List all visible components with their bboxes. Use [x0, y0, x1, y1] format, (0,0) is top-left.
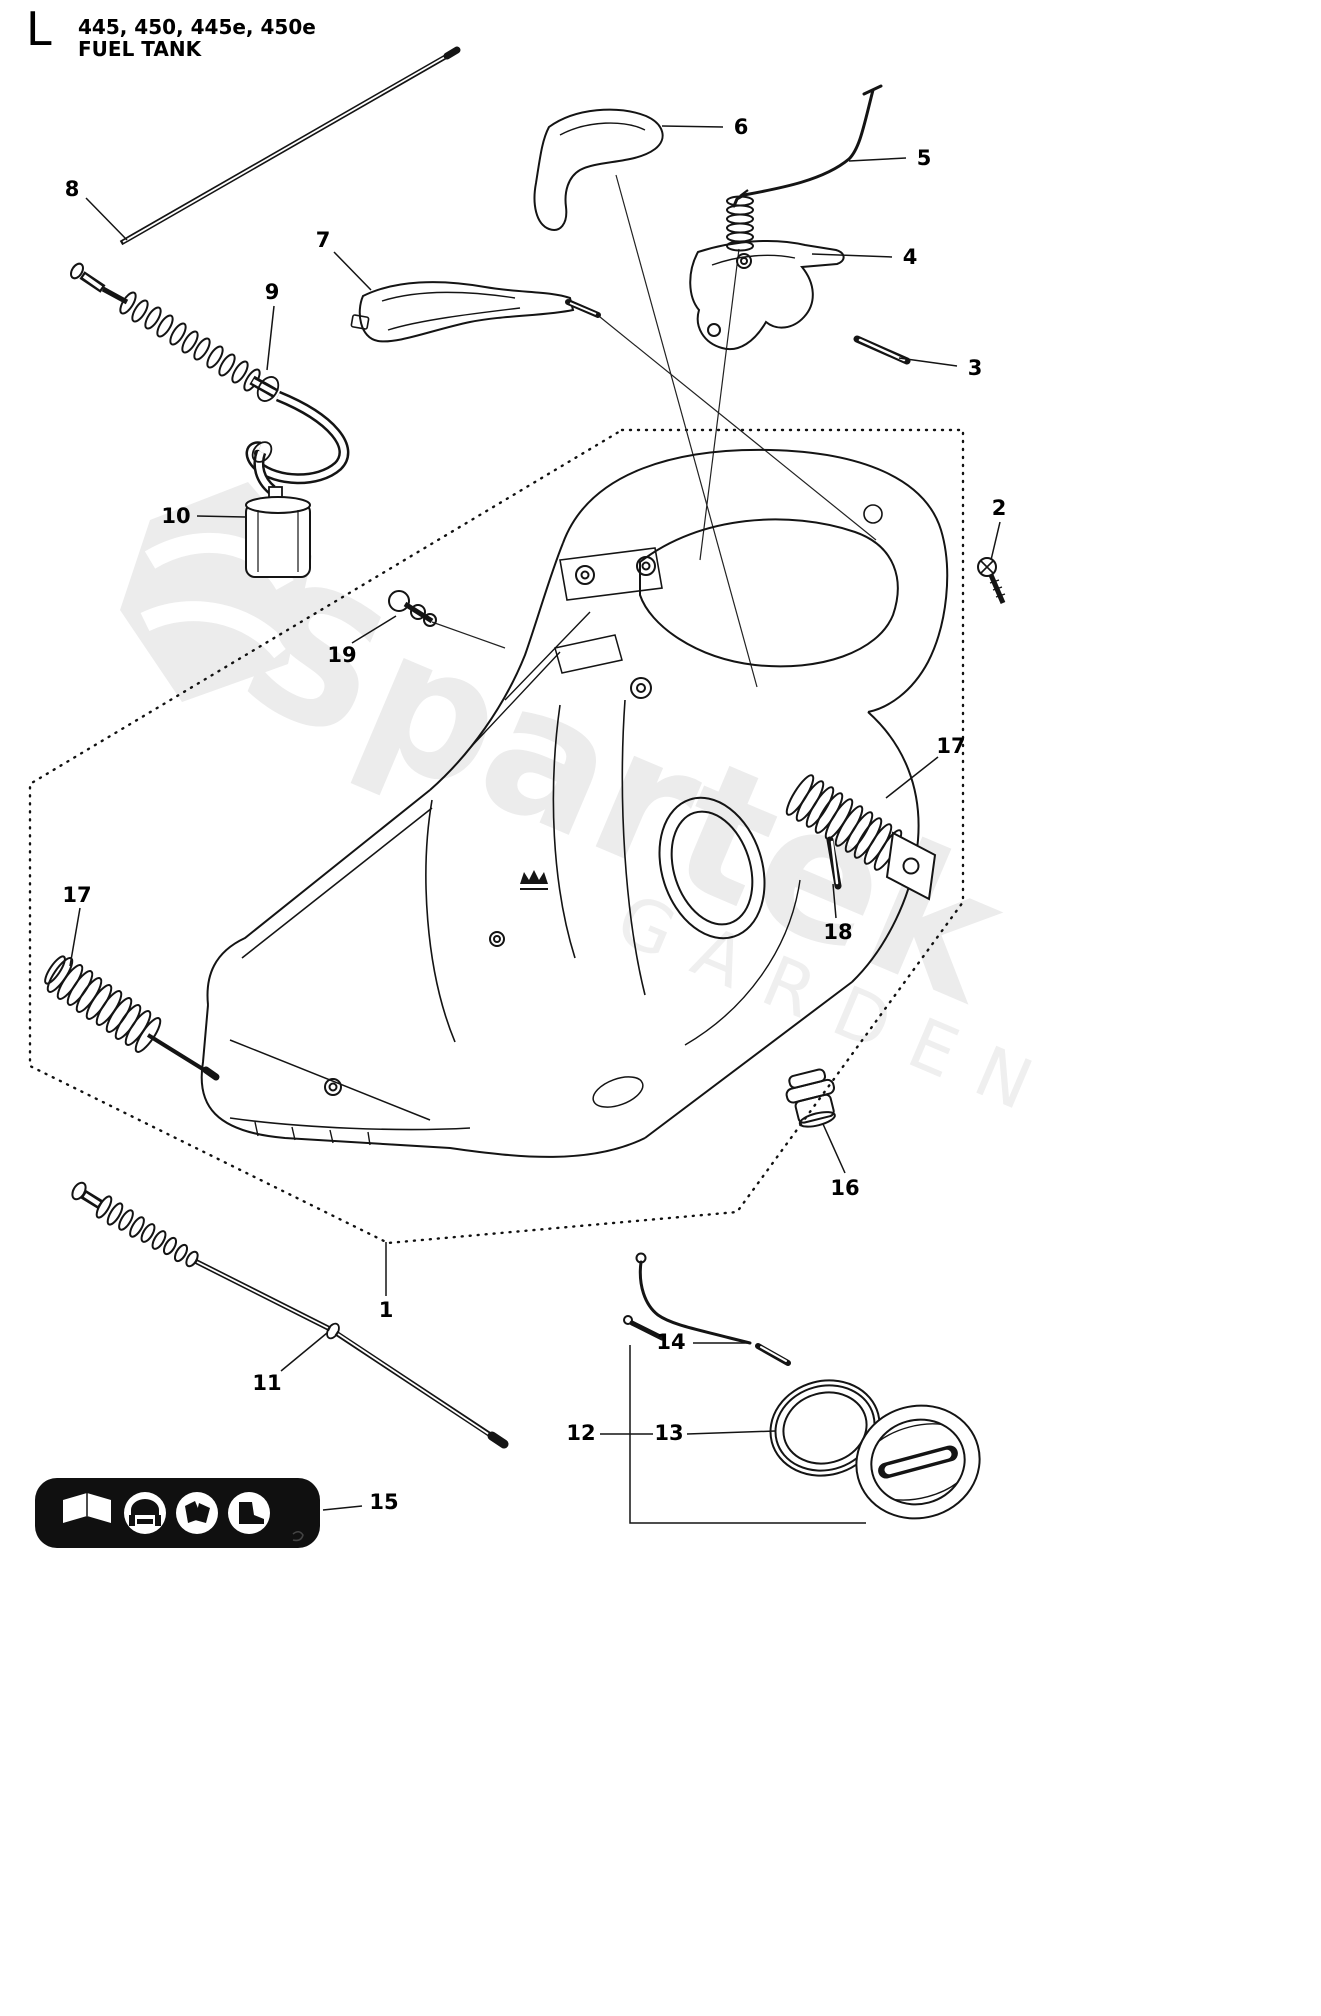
part-label-4: 4	[902, 245, 918, 269]
read-manual-icon	[63, 1493, 111, 1523]
fuel-tank-assembly	[200, 448, 949, 1158]
watermark-brand-text: Spartek	[215, 539, 1034, 1044]
fuel-hose-assembly	[70, 262, 350, 495]
leader-lines	[69, 125, 1001, 1524]
part-label-9: 9	[264, 280, 280, 304]
part-label-5: 5	[916, 146, 932, 170]
part-label-16: 16	[830, 1176, 860, 1200]
fuel-pickup-line	[71, 1181, 509, 1449]
part-label-12: 12	[566, 1421, 596, 1445]
part-label-18: 18	[823, 920, 853, 944]
damper-spring-right	[785, 774, 937, 901]
fuel-filler-opening	[658, 796, 766, 940]
throttle-wire-link	[732, 84, 883, 208]
fuel-line-rod	[119, 46, 461, 246]
husqvarna-crown-logo	[520, 870, 548, 890]
part-label-17-left: 17	[62, 883, 92, 907]
part-label-14: 14	[656, 1330, 686, 1354]
boots-icon	[228, 1492, 270, 1534]
section-letter: L	[26, 2, 52, 56]
part-label-10: 10	[161, 504, 191, 528]
assembly-reference-lines	[431, 174, 877, 688]
watermark: Spartek GARDEN	[120, 482, 1069, 1137]
small-mark-icon	[292, 1531, 304, 1542]
part-label-19: 19	[327, 643, 357, 667]
screw	[977, 557, 1006, 604]
page-title: FUEL TANK	[78, 37, 202, 61]
fuel-filter	[245, 486, 311, 578]
model-numbers: 445, 450, 445e, 450e	[78, 15, 316, 39]
gloves-icon	[176, 1492, 218, 1534]
part-label-7: 7	[315, 228, 331, 252]
part-label-1: 1	[378, 1298, 394, 1322]
throttle-lockout-lever	[533, 108, 664, 231]
part-label-13: 13	[654, 1421, 684, 1445]
damper-pin	[826, 836, 842, 890]
damper-spring-left	[44, 955, 220, 1081]
throttle-trigger-assembly	[689, 189, 845, 351]
tank-grommet	[785, 1068, 836, 1128]
tank-vent-grommet	[388, 590, 437, 627]
cap-retainer-wire	[623, 1252, 791, 1366]
part-label-8: 8	[64, 177, 80, 201]
part-label-6: 6	[733, 115, 749, 139]
handle-molding	[350, 281, 601, 343]
part-label-2: 2	[991, 496, 1007, 520]
safety-information-label	[35, 1478, 320, 1548]
helmet-ear-eye-protection-icon	[124, 1492, 166, 1534]
part-label-3: 3	[967, 356, 983, 380]
part-label-11: 11	[252, 1371, 282, 1395]
trigger-pin	[853, 335, 911, 365]
part-label-17-right: 17	[936, 734, 966, 758]
part-label-15: 15	[369, 1490, 399, 1514]
cap-sealing-ring	[769, 1379, 881, 1477]
fuel-cap	[855, 1404, 981, 1520]
